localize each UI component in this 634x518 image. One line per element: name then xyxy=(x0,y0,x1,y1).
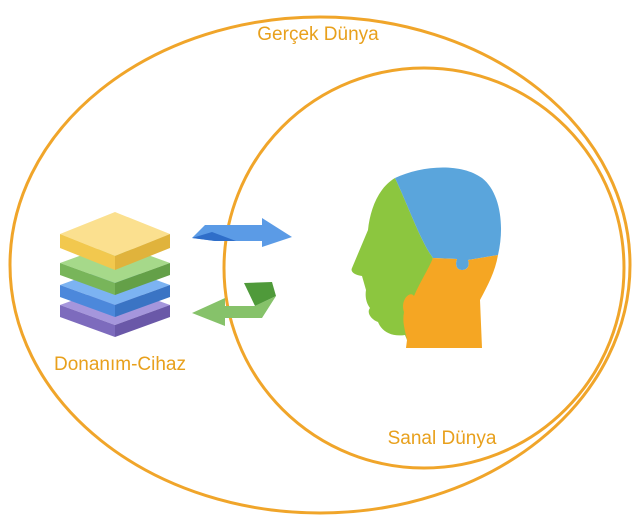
arrow-right-blue xyxy=(192,218,292,247)
stacked-layers-icon xyxy=(60,212,170,337)
hardware-label: Donanım-Cihaz xyxy=(54,354,186,375)
bidirectional-arrows-icon xyxy=(192,218,292,326)
virtual-world-label: Sanal Dünya xyxy=(388,428,497,449)
head-top-blue xyxy=(395,167,502,270)
puzzle-head-icon xyxy=(351,167,502,348)
real-world-circle xyxy=(8,15,632,515)
head-back-orange xyxy=(403,255,498,348)
virtual-world-circle xyxy=(222,66,626,470)
arrow-left-green xyxy=(192,282,276,326)
real-world-label: Gerçek Dünya xyxy=(257,24,379,45)
layer-yellow xyxy=(60,212,170,270)
